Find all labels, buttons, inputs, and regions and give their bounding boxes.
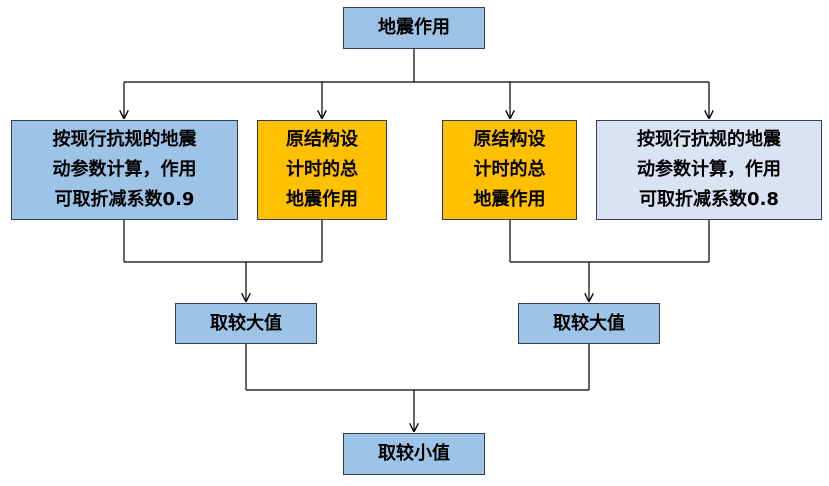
original-design-right-box: 原结构设 计时的总 地震作用 [442,120,577,220]
take-smaller-box: 取较小值 [343,433,485,475]
earthquake-action-box: 地震作用 [343,7,485,49]
take-larger-right-box: 取较大值 [518,303,660,344]
take-larger-left-box: 取较大值 [175,303,317,344]
original-design-left-box: 原结构设 计时的总 地震作用 [257,120,387,220]
current-code-0-8-box: 按现行抗规的地震 动参数计算，作用 可取折减系数0.8 [596,120,822,220]
current-code-0-9-box: 按现行抗规的地震 动参数计算，作用 可取折减系数0.9 [11,120,238,220]
